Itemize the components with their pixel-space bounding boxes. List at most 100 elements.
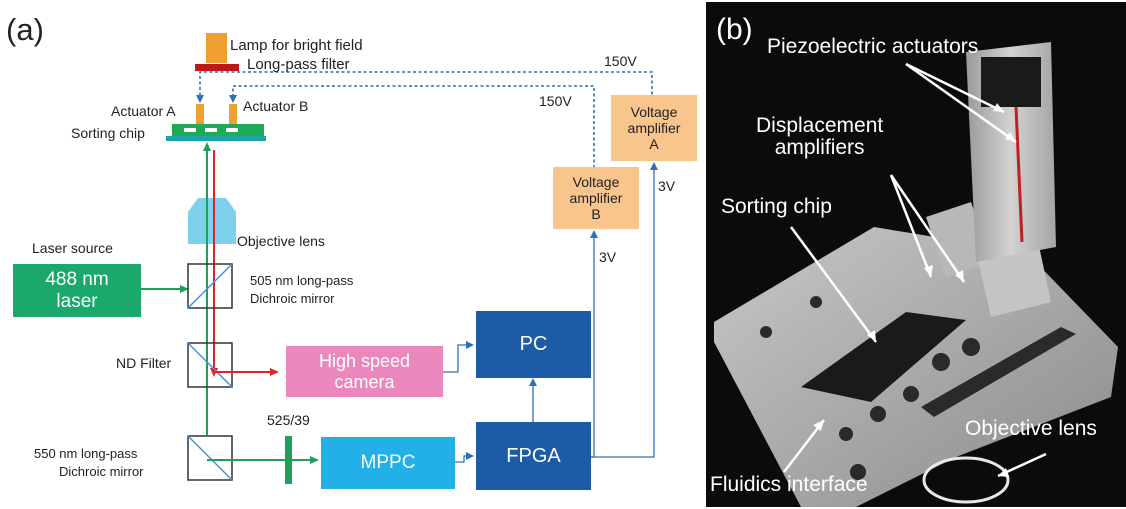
sorting-chip-label: Sorting chip	[71, 125, 145, 141]
objective-lens-photo-label: Objective lens	[965, 417, 1097, 440]
plate-hole	[760, 326, 772, 338]
nd-filter-label: ND Filter	[116, 355, 172, 371]
laser-box-line2: laser	[56, 290, 98, 312]
pointer-disp-2	[889, 174, 966, 283]
plate-slot	[921, 327, 1076, 417]
pointer-disp-1	[889, 174, 933, 278]
high-speed-camera-line1: High speed	[318, 350, 411, 371]
mppc-label: MPPC	[360, 452, 416, 473]
dichroic-505-box	[187, 263, 233, 309]
sorting-chip-slot-3	[226, 128, 238, 132]
arrowhead-actuator-a	[196, 95, 204, 103]
tower-top-dark	[981, 57, 1041, 107]
bandpass-filter-525	[285, 436, 292, 484]
objective-lens-photo	[922, 456, 1010, 504]
chip-window	[801, 312, 966, 402]
pointer-disp-2-head	[955, 270, 964, 282]
sorting-chip-photo-label: Sorting chip	[721, 195, 832, 218]
line-camera-to-pc	[443, 344, 470, 373]
arrow-camera-to-pc	[466, 341, 474, 349]
arrow-mppc-to-fpga	[466, 452, 474, 460]
dichroic-550-diagonal	[187, 435, 233, 481]
pc-box: PC	[476, 311, 591, 378]
laser-arrowhead	[180, 285, 189, 293]
pointer-piezo-2-head	[1005, 132, 1016, 142]
plate-hole	[870, 406, 886, 422]
amp-b-line2: amplifier	[569, 189, 623, 206]
fpga-box: FPGA	[476, 422, 591, 490]
amp-a-line3: A	[649, 136, 659, 153]
pointer-fluidics	[783, 419, 825, 473]
fpga-label: FPGA	[506, 444, 561, 467]
voltage-3v-b: 3V	[599, 249, 617, 265]
dichroic-550-line1: 550 nm long-pass	[34, 446, 138, 461]
dichroic-550-box	[187, 435, 233, 481]
objective-lens-shape	[188, 198, 236, 244]
nd-filter-box	[187, 342, 233, 388]
displacement-label: Displacement amplifiers	[756, 114, 884, 159]
plate-hole	[810, 296, 822, 308]
dichroic-550-line2: Dichroic mirror	[59, 464, 144, 479]
amp-a-line1: Voltage	[630, 103, 678, 120]
dichroic-505-line1: 505 nm long-pass	[250, 273, 354, 288]
line-fpga-to-amp-a	[591, 168, 655, 458]
panel-b-tag: (b)	[716, 13, 753, 46]
dichroic-505-diagonal	[187, 263, 233, 309]
plate-hole	[850, 464, 866, 480]
pointer-disp-1-head	[924, 265, 933, 277]
voltage-150-top: 150V	[604, 53, 637, 69]
sorting-chip-slot-1	[184, 128, 196, 132]
nd-filter-diagonal	[187, 342, 233, 388]
plate-hole	[932, 353, 950, 371]
pointer-piezo-1-head	[993, 103, 1004, 112]
amp-a-line2: amplifier	[627, 119, 681, 136]
laser-box: 488 nm laser	[13, 264, 141, 317]
panel-b-photo	[706, 2, 1126, 507]
amp-b-line1: Voltage	[572, 173, 620, 190]
plate-hole	[903, 386, 919, 402]
actuator-a-block	[196, 104, 204, 124]
pointer-objective-head	[998, 468, 1009, 477]
pointer-chip-head	[867, 330, 876, 342]
panel-a-schematic	[141, 33, 658, 484]
green-arrowhead-mppc	[310, 456, 319, 464]
laser-box-line1: 488 nm	[45, 268, 109, 290]
voltage-3v-a: 3V	[658, 178, 676, 194]
pointer-fluidics-head	[813, 420, 824, 431]
plate-hole	[962, 338, 980, 356]
voltage-150-mid: 150V	[539, 93, 572, 109]
green-arrowhead-up	[203, 142, 211, 151]
arrow-fpga-to-pc	[529, 378, 537, 386]
high-speed-camera-box: High speed camera	[286, 346, 443, 397]
dotted-line-amp-b	[232, 85, 595, 168]
panel-a-tag: (a)	[6, 12, 44, 47]
amp-b-line3: B	[591, 206, 601, 223]
line-fpga-to-amp-b	[591, 236, 595, 458]
pointer-chip	[789, 226, 878, 343]
dichroic-505-line2: Dichroic mirror	[250, 291, 335, 306]
pointer-piezo-2	[905, 62, 1017, 144]
arrow-fpga-to-amp-b	[590, 230, 598, 238]
laser-source-label: Laser source	[32, 240, 113, 256]
pointer-piezo-1	[905, 62, 1005, 114]
piezo-label: Piezoelectric actuators	[767, 35, 979, 58]
sorting-chip-body	[172, 124, 264, 136]
red-arrowhead-camera	[270, 368, 279, 376]
dotted-line-amp-a	[199, 71, 653, 100]
lamp-label: Lamp for bright field	[230, 37, 363, 54]
plate-hole	[839, 427, 853, 441]
actuator-b-label: Actuator B	[243, 98, 309, 114]
displacement-line1: Displacement	[756, 114, 884, 137]
sorting-chip-slot-2	[205, 128, 217, 132]
objective-lens-label: Objective lens	[237, 233, 325, 249]
fluidics-interface-label: Fluidics interface	[710, 473, 868, 496]
sorting-chip-base	[166, 136, 266, 141]
voltage-amplifier-a-box: Voltage amplifier A	[611, 95, 697, 161]
arrowhead-actuator-b	[229, 95, 237, 103]
long-pass-filter-label: Long-pass filter	[247, 56, 350, 73]
high-speed-camera-line2: camera	[334, 371, 395, 392]
actuator-b-block	[229, 104, 237, 124]
voltage-amplifier-b-box: Voltage amplifier B	[553, 167, 639, 229]
arrow-fpga-to-amp-a	[650, 162, 658, 170]
